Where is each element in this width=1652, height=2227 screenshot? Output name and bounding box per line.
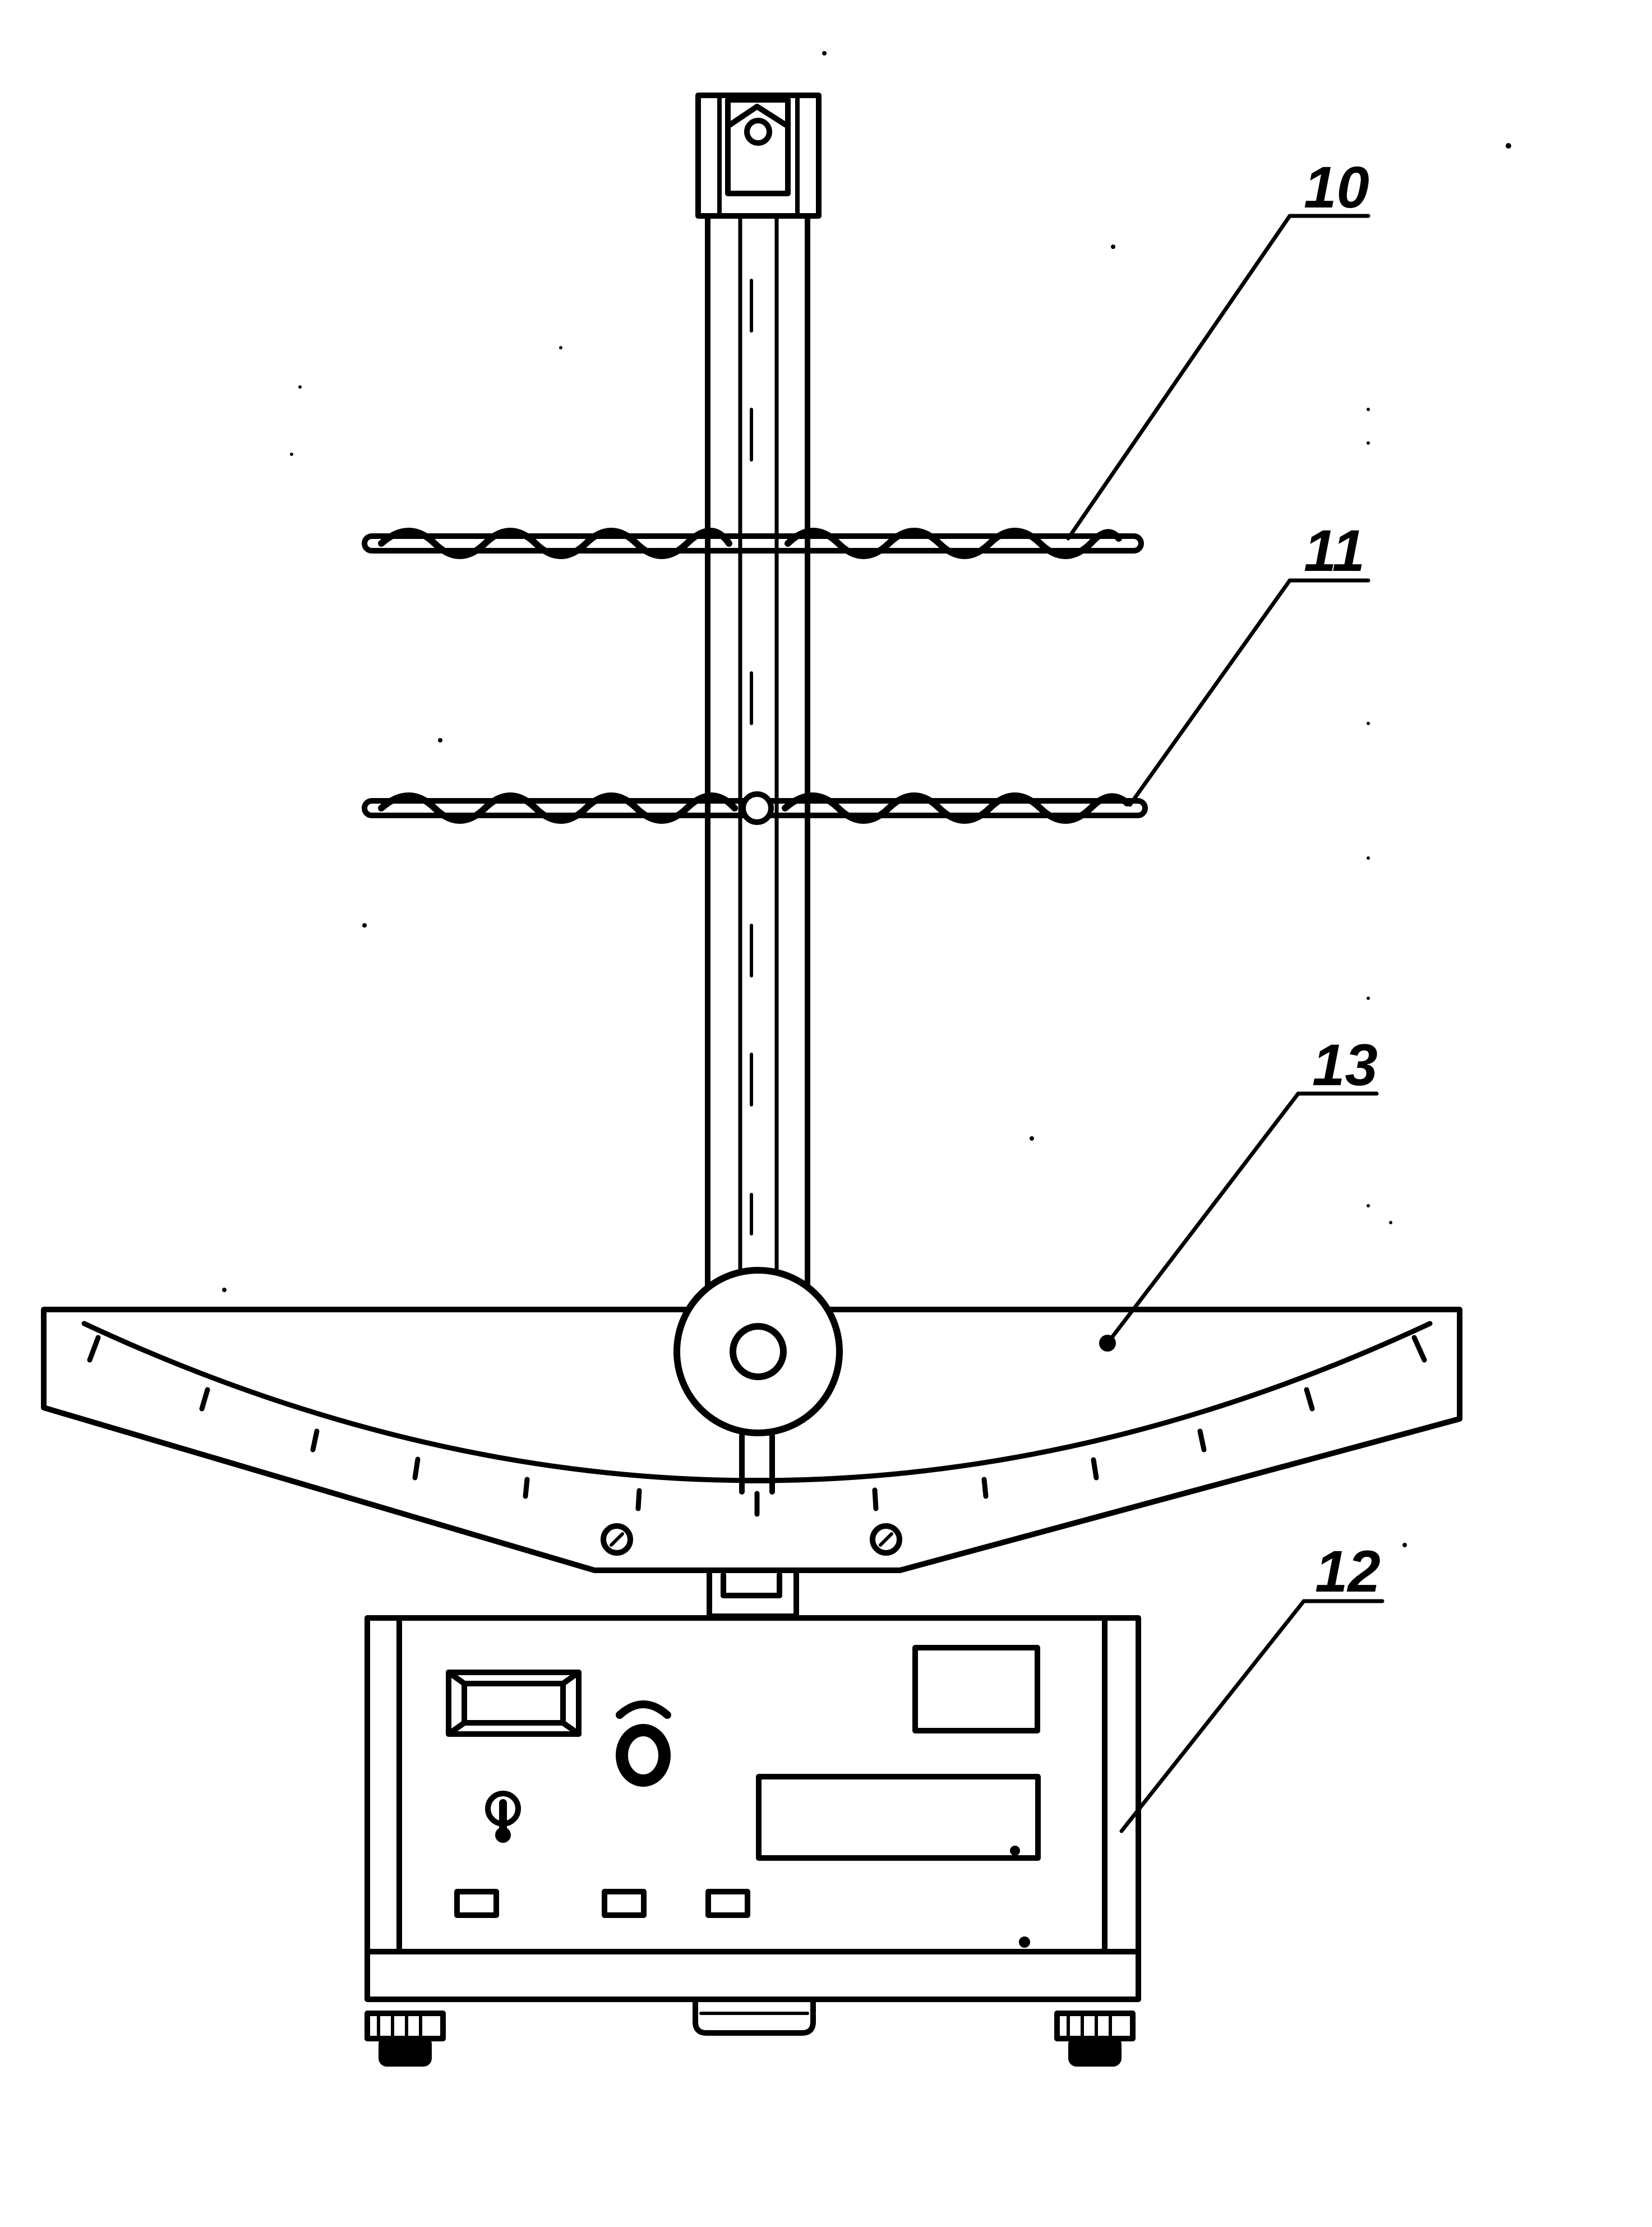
callout-10: 10 bbox=[1304, 155, 1369, 220]
toggle-switch bbox=[485, 1791, 521, 1843]
digital-display bbox=[756, 1774, 1041, 1861]
display-window-left bbox=[446, 1670, 582, 1737]
lower-spiral-clamp bbox=[740, 791, 774, 825]
push-button-2 bbox=[602, 1889, 647, 1918]
rotary-knob bbox=[616, 1700, 671, 1787]
callout-11: 11 bbox=[1304, 518, 1365, 584]
foot-left bbox=[364, 2011, 446, 2067]
support-neck bbox=[707, 1567, 799, 1619]
callout-13: 13 bbox=[1312, 1032, 1378, 1098]
arc-scale-plate bbox=[41, 1307, 1462, 1573]
base-housing bbox=[364, 1615, 1141, 2002]
mast-top-pivot bbox=[744, 118, 772, 146]
indicator-window-upper bbox=[912, 1645, 1040, 1733]
bottom-tab bbox=[693, 1997, 816, 2036]
arc-scale-ticks bbox=[87, 1335, 1427, 1517]
arc-scale-screw-left bbox=[601, 1523, 633, 1556]
push-button-3 bbox=[705, 1889, 750, 1918]
lower-spiral-element bbox=[362, 791, 1148, 825]
push-button-1 bbox=[454, 1889, 499, 1918]
pivot-hub bbox=[673, 1267, 843, 1436]
upper-spiral-element bbox=[362, 528, 1144, 559]
foot-right bbox=[1054, 2011, 1136, 2067]
scan-specks bbox=[222, 51, 1511, 1547]
callout-labels: 10 11 13 12 bbox=[1304, 155, 1381, 1604]
leader-lines bbox=[1066, 214, 1385, 1833]
arc-scale-screw-right bbox=[870, 1523, 902, 1556]
vertical-mast bbox=[695, 93, 822, 1304]
callout-12: 12 bbox=[1315, 1539, 1381, 1604]
